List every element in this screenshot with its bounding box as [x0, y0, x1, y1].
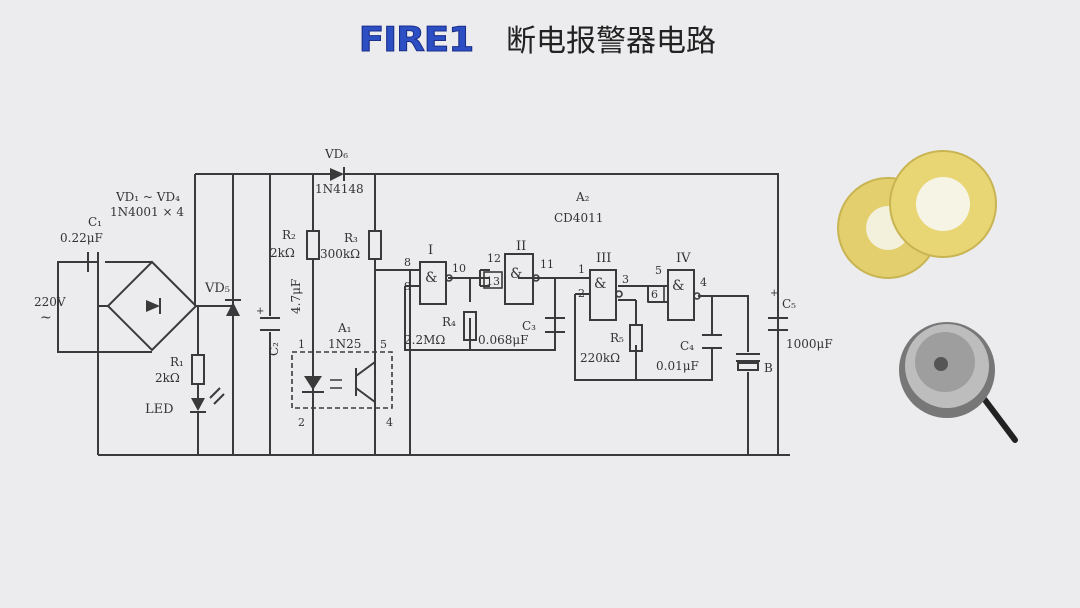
svg-text:12: 12 [487, 252, 501, 265]
piezo-disc-image [837, 150, 997, 279]
capacitor-c3: C₃ 0.068μF [478, 317, 565, 347]
svg-text:2kΩ: 2kΩ [155, 371, 180, 385]
svg-text:B: B [764, 361, 773, 375]
svg-text:1: 1 [578, 263, 585, 276]
svg-text:1: 1 [298, 338, 305, 351]
capacitor-c1: C₁ 0.22μF [60, 215, 103, 272]
svg-text:8: 8 [404, 256, 411, 269]
page-header: FIRE1 断电报警器电路 [0, 16, 1080, 61]
optocoupler-a1: A₁ 1N25 1 2 5 4 [291, 321, 393, 429]
svg-text:0.22μF: 0.22μF [60, 231, 103, 245]
ac-input: 220V ~ [34, 295, 66, 326]
svg-text:0.01μF: 0.01μF [656, 359, 699, 373]
svg-text:5: 5 [655, 264, 662, 277]
svg-text:4: 4 [700, 276, 707, 289]
nand-gate-1: & I 8 9 10 [404, 243, 466, 305]
svg-text:2.2MΩ: 2.2MΩ [404, 333, 445, 347]
nand-gate-4: & IV 5 6 4 [647, 251, 707, 321]
svg-text:III: III [596, 251, 611, 266]
zener-vd5: VD₅ [204, 281, 241, 316]
svg-text:4.7μF: 4.7μF [289, 279, 303, 314]
svg-text:&: & [510, 266, 522, 282]
svg-text:VD₅: VD₅ [204, 281, 230, 296]
svg-text:&: & [594, 276, 606, 292]
buzzer-module-image [899, 322, 1018, 443]
svg-text:2kΩ: 2kΩ [270, 246, 295, 260]
bridge-rectifier: VD₁ ~ VD₄ 1N4001 × 4 [110, 190, 184, 314]
ic-a2-label: A₂ CD4011 [554, 190, 603, 225]
nand-gate-2: & II 12 13 11 [483, 239, 554, 305]
svg-text:R₄: R₄ [442, 315, 456, 329]
svg-text:1N4148: 1N4148 [315, 182, 364, 196]
svg-text:R₃: R₃ [344, 231, 358, 245]
resistor-r5: R₅ 220kΩ [580, 324, 643, 365]
svg-text:11: 11 [540, 258, 554, 271]
svg-text:I: I [428, 243, 433, 258]
svg-text:C₂: C₂ [267, 342, 281, 356]
svg-text:VD₁ ~ VD₄: VD₁ ~ VD₄ [115, 190, 180, 204]
capacitor-c2: + C₂ 4.7μF [256, 279, 303, 356]
svg-text:220V: 220V [34, 295, 66, 309]
svg-text:C₁: C₁ [88, 215, 102, 229]
svg-text:1N4001 × 4: 1N4001 × 4 [110, 205, 184, 219]
svg-text:IV: IV [676, 251, 691, 266]
capacitor-c4: C₄ 0.01μF [656, 334, 722, 373]
svg-text:220kΩ: 220kΩ [580, 351, 620, 365]
svg-text:R₁: R₁ [170, 355, 184, 369]
svg-text:+: + [256, 306, 264, 317]
svg-text:VD₆: VD₆ [324, 147, 348, 161]
svg-text:&: & [672, 278, 684, 294]
svg-text:C₃: C₃ [522, 319, 536, 333]
svg-text:2: 2 [578, 287, 585, 300]
svg-text:1000μF: 1000μF [786, 337, 833, 351]
svg-text:10: 10 [452, 262, 466, 275]
resistor-r4: R₄ 2.2MΩ [404, 311, 477, 347]
svg-text:13: 13 [486, 275, 500, 288]
svg-text:A₂: A₂ [575, 190, 590, 204]
buzzer: B [736, 353, 773, 375]
resistor-r2: R₂ 2kΩ [270, 228, 320, 260]
resistor-r3: R₃ 300kΩ [320, 230, 382, 261]
nand-gate-3: & III 1 2 3 [578, 251, 629, 321]
svg-text:1N25: 1N25 [328, 337, 361, 351]
svg-text:R₂: R₂ [282, 228, 296, 242]
svg-text:4: 4 [386, 416, 393, 429]
page-title: 断电报警器电路 [505, 24, 716, 59]
svg-text:CD4011: CD4011 [554, 211, 603, 225]
svg-text:3: 3 [622, 273, 629, 286]
svg-text:C₅: C₅ [782, 297, 796, 311]
led: LED [145, 387, 225, 417]
svg-text:5: 5 [380, 338, 387, 351]
diode-vd6: VD₆ 1N4148 [315, 147, 370, 196]
svg-text:9: 9 [404, 280, 411, 293]
resistor-r1: R₁ 2kΩ [155, 354, 205, 385]
capacitor-c5: + C₅ 1000μF [768, 288, 833, 351]
svg-text:II: II [516, 239, 526, 254]
svg-text:0.068μF: 0.068μF [478, 333, 528, 347]
brand-logo: FIRE1 [358, 20, 475, 61]
svg-text:300kΩ: 300kΩ [320, 247, 360, 261]
svg-text:&: & [425, 270, 437, 286]
svg-text:2: 2 [298, 416, 305, 429]
svg-text:R₅: R₅ [610, 331, 624, 345]
svg-text:A₁: A₁ [337, 321, 351, 335]
svg-text:LED: LED [145, 402, 174, 417]
svg-text:+: + [770, 288, 778, 299]
svg-text:~: ~ [40, 310, 52, 326]
svg-text:C₄: C₄ [680, 339, 694, 353]
svg-text:6: 6 [651, 288, 658, 301]
